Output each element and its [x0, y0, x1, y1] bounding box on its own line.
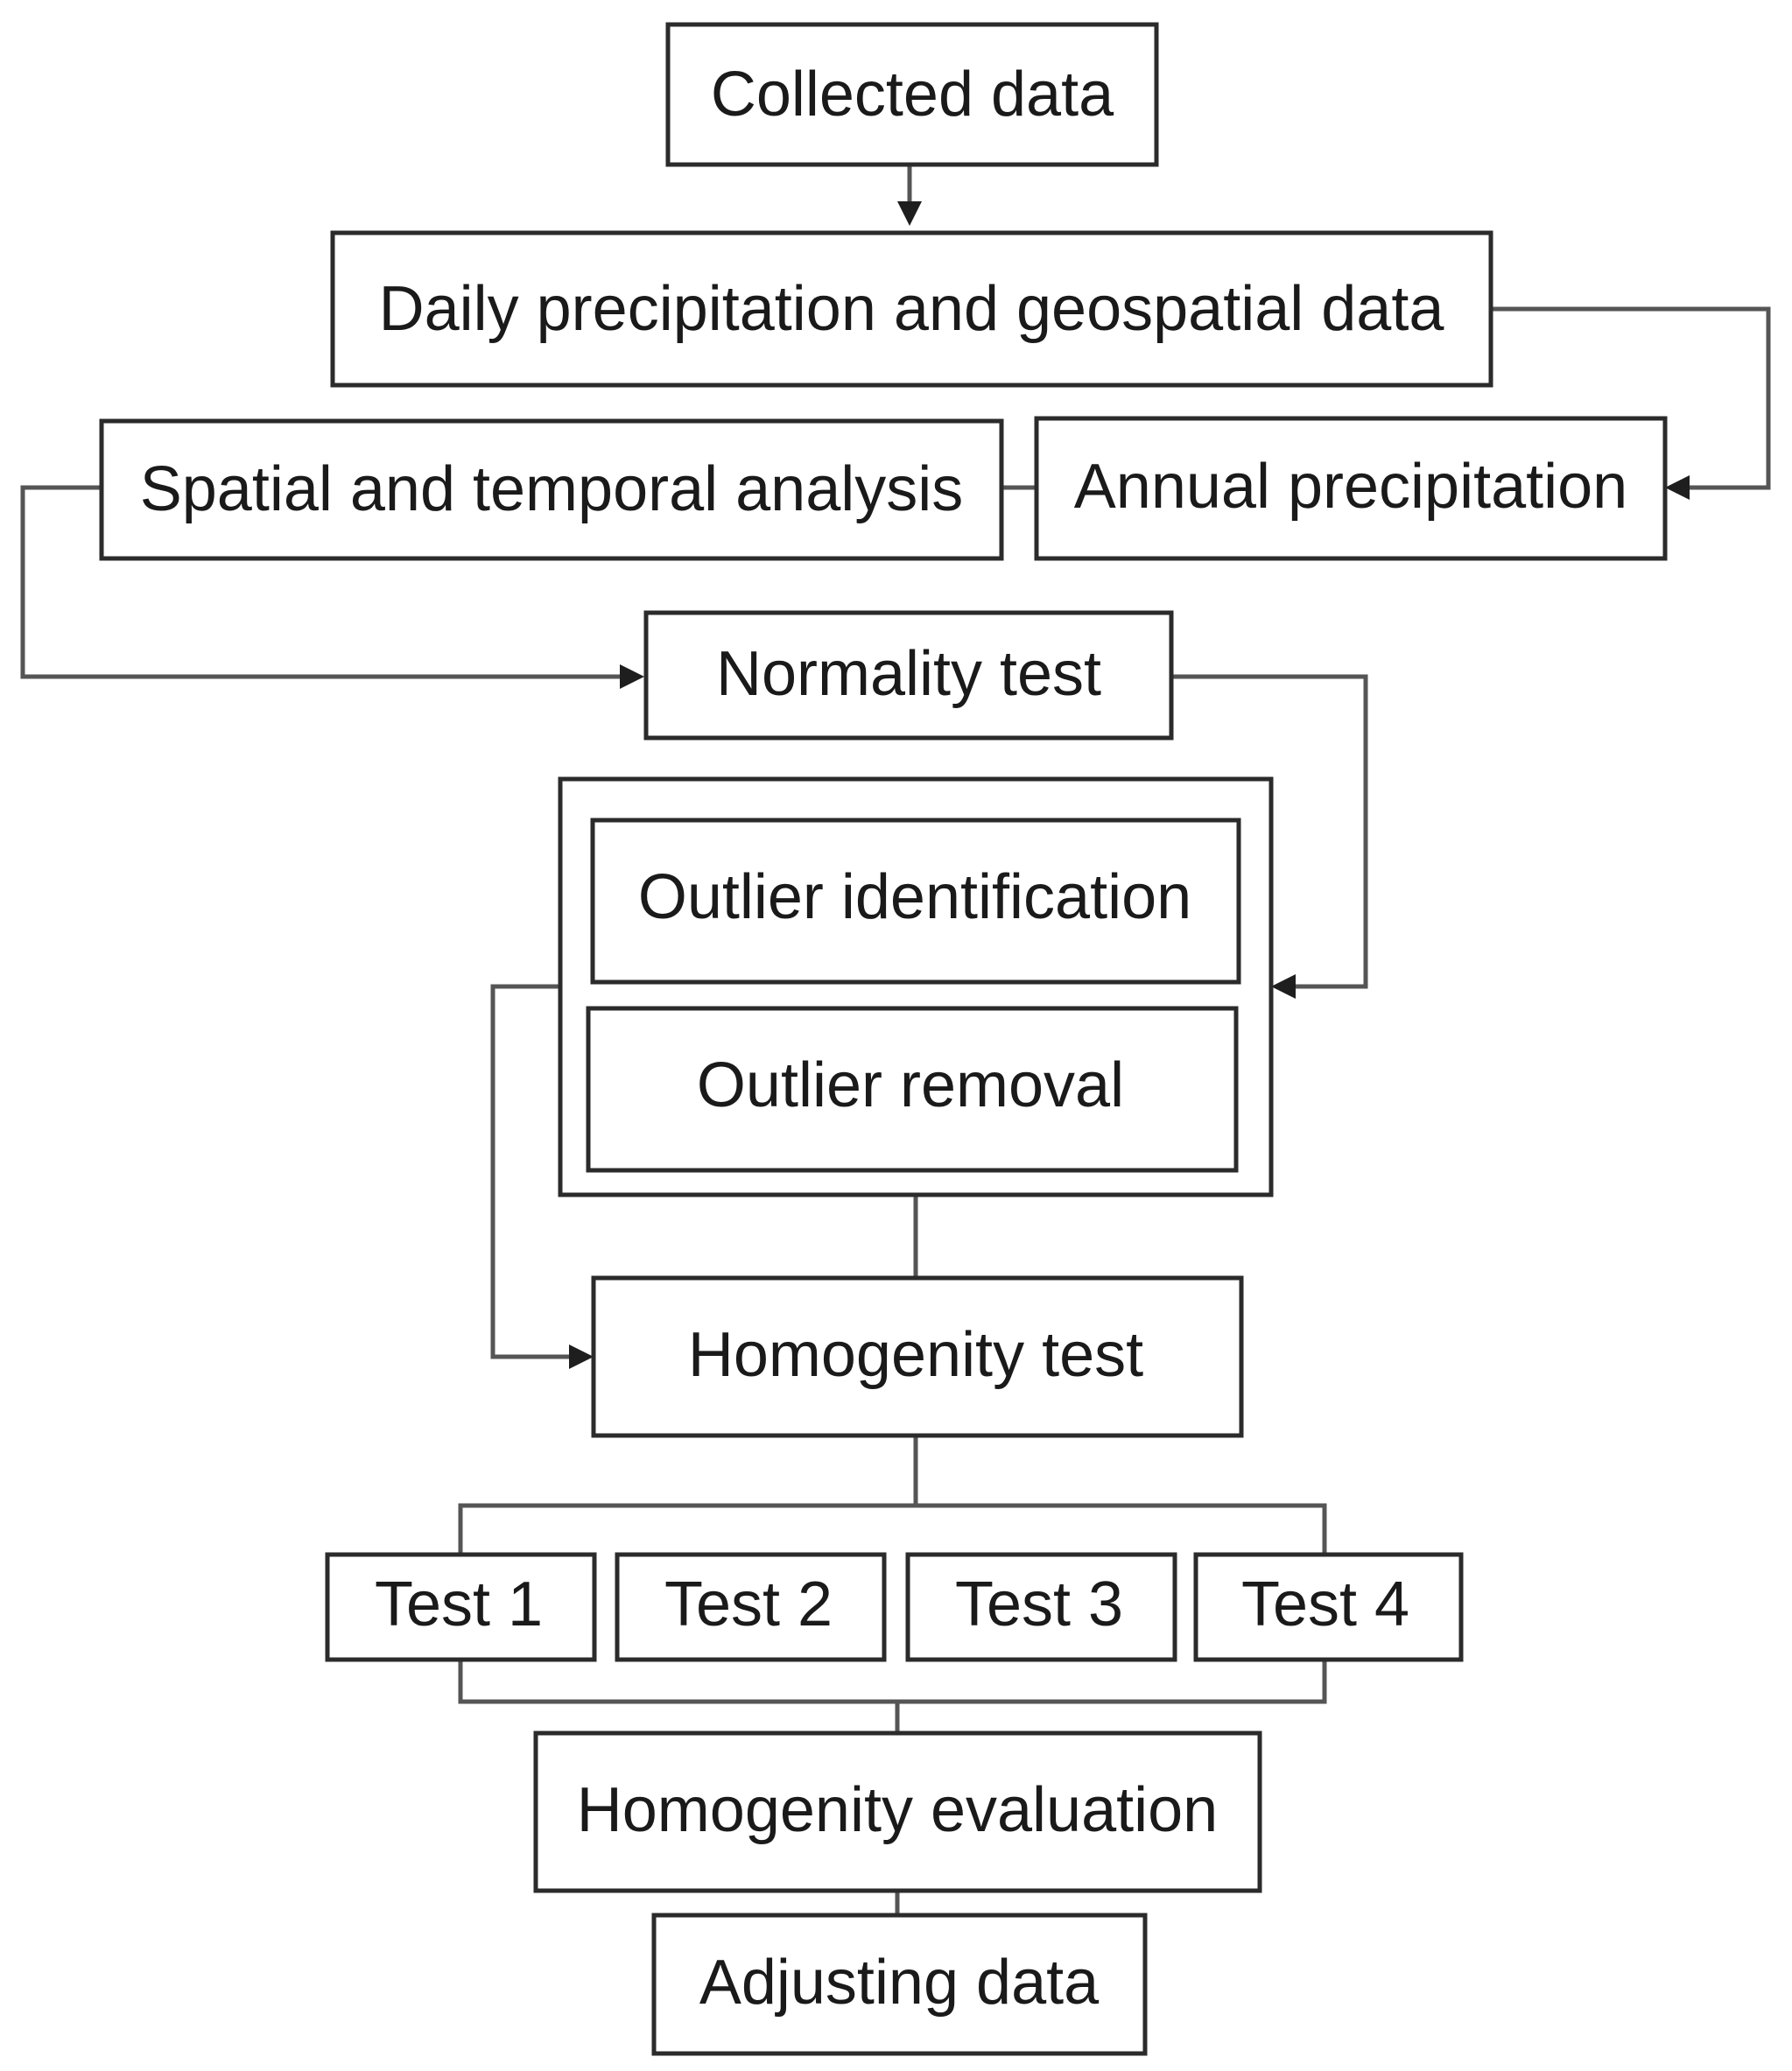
outlier-group: Outlier identification Outlier removal [558, 776, 1274, 1197]
label-test-4: Test 4 [1241, 1569, 1409, 1639]
node-test-2: Test 2 [615, 1552, 887, 1662]
connector-outlier-to-homogenity-left [490, 984, 569, 1359]
label-daily-precipitation: Daily precipitation and geospatial data [379, 274, 1445, 344]
node-test-3: Test 3 [905, 1552, 1177, 1662]
arrowhead-left-annual [1665, 475, 1690, 500]
node-normality-test: Normality test [643, 610, 1174, 741]
label-test-2: Test 2 [664, 1569, 833, 1639]
node-test-1: Test 1 [325, 1552, 597, 1662]
node-test-4: Test 4 [1193, 1552, 1464, 1662]
label-test-3: Test 3 [955, 1569, 1123, 1639]
arrowhead-right-normality [620, 664, 644, 689]
connector-normality-to-outlier [1171, 674, 1368, 989]
connectors [20, 165, 1771, 1915]
node-homogenity-evaluation: Homogenity evaluation [533, 1731, 1262, 1893]
node-spatial-temporal: Spatial and temporal analysis [99, 418, 1004, 561]
node-outlier-identification: Outlier identification [590, 818, 1241, 985]
arrowhead-left-outlier [1271, 974, 1296, 999]
label-collected-data: Collected data [711, 60, 1114, 130]
label-homogenity-test: Homogenity test [688, 1320, 1143, 1390]
connector-daily-to-annual [1491, 306, 1771, 490]
node-outlier-removal: Outlier removal [586, 1006, 1239, 1173]
arrowhead-right-homogenity [569, 1344, 594, 1369]
label-outlier-identification: Outlier identification [638, 862, 1191, 932]
label-outlier-removal: Outlier removal [697, 1050, 1124, 1120]
node-adjusting-data: Adjusting data [651, 1913, 1148, 2056]
label-homogenity-evaluation: Homogenity evaluation [577, 1775, 1218, 1845]
connector-spatial-to-normality [20, 485, 620, 679]
label-test-1: Test 1 [375, 1569, 543, 1639]
node-annual-precipitation: Annual precipitation [1034, 416, 1668, 561]
tests-top-bracket [458, 1503, 1327, 1555]
label-normality-test: Normality test [716, 639, 1101, 709]
label-annual-precipitation: Annual precipitation [1074, 452, 1627, 522]
label-spatial-temporal: Spatial and temporal analysis [140, 454, 964, 524]
label-adjusting-data: Adjusting data [699, 1948, 1100, 2018]
node-collected-data: Collected data [665, 22, 1159, 167]
node-daily-precipitation: Daily precipitation and geospatial data [330, 230, 1493, 388]
node-homogenity-test: Homogenity test [591, 1275, 1244, 1438]
arrowhead-down-daily [897, 201, 922, 226]
tests-bottom-bracket [458, 1660, 1327, 1704]
